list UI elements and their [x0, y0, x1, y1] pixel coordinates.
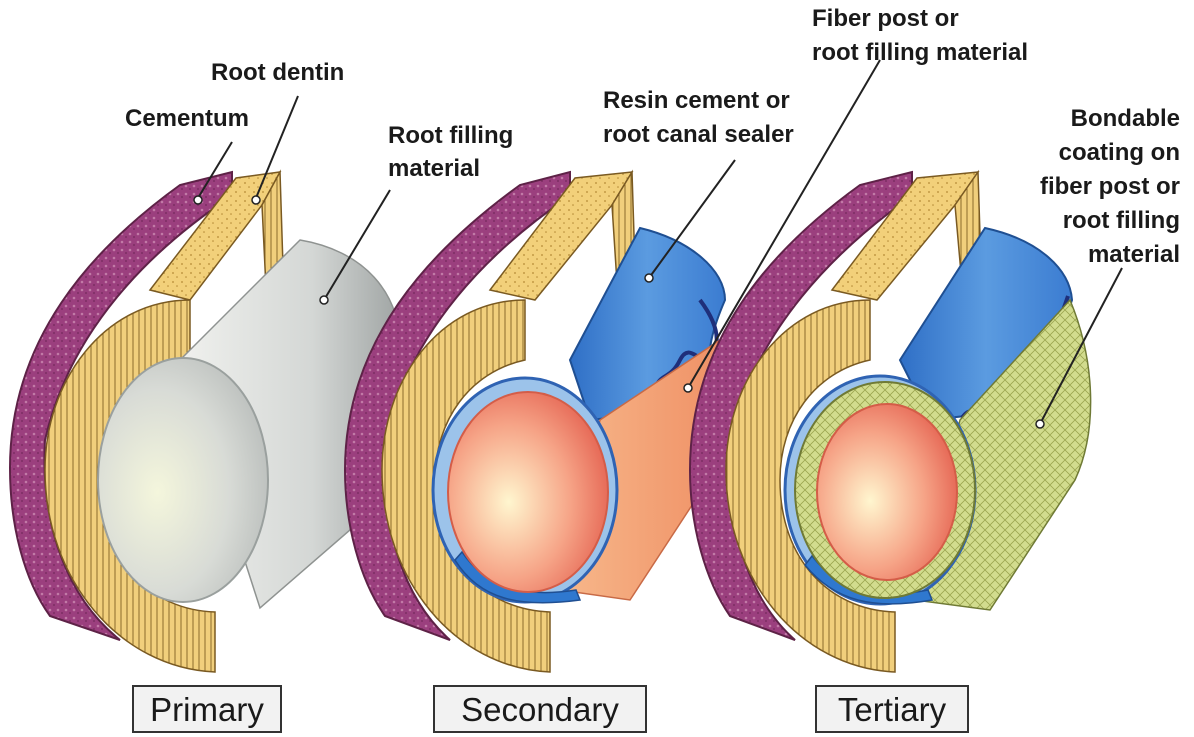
fiber-post-face [448, 392, 608, 592]
secondary-model [345, 172, 733, 672]
dot-cementum [194, 196, 202, 204]
dot-root-dentin [252, 196, 260, 204]
label-resin-cement-1: Resin cement or [603, 87, 790, 114]
caption-secondary: Secondary [461, 691, 619, 728]
label-coating-4: root filling [1063, 207, 1180, 234]
label-fiber-post-2: root filling material [812, 39, 1028, 66]
label-root-dentin: Root dentin [211, 59, 344, 86]
tertiary-model [690, 172, 1091, 672]
caption-secondary-box: Secondary [434, 686, 646, 732]
label-coating-1: Bondable [1071, 105, 1180, 132]
dot-coating [1036, 420, 1044, 428]
caption-tertiary-box: Tertiary [816, 686, 968, 732]
caption-primary-box: Primary [133, 686, 281, 732]
label-coating-5: material [1088, 241, 1180, 268]
label-fiber-post-1: Fiber post or [812, 5, 959, 32]
root-filling-face [98, 358, 268, 602]
label-root-filling-1: Root filling [388, 122, 513, 149]
label-coating-3: fiber post or [1040, 173, 1180, 200]
dot-resin-cement [645, 274, 653, 282]
label-coating-2: coating on [1059, 139, 1180, 166]
dot-fiber-post [684, 384, 692, 392]
caption-tertiary: Tertiary [838, 691, 947, 728]
primary-model [10, 172, 400, 672]
dot-root-filling [320, 296, 328, 304]
label-resin-cement-2: root canal sealer [603, 121, 794, 148]
label-root-filling-2: material [388, 155, 480, 182]
label-cementum: Cementum [125, 105, 249, 132]
fiber-post-face [817, 404, 957, 580]
caption-primary: Primary [150, 691, 264, 728]
